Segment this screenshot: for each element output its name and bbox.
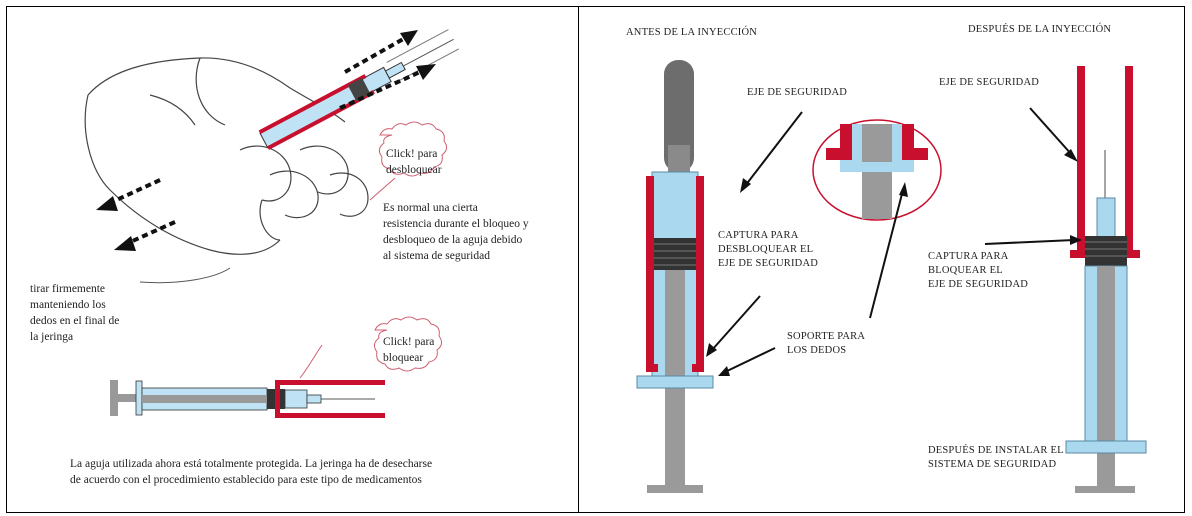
after-syringe <box>1065 66 1147 493</box>
pull-note: tirar firmemente manteniendo los dedos e… <box>30 283 120 343</box>
arrowhead <box>740 178 751 193</box>
arrowhead <box>114 236 136 251</box>
arrowhead <box>416 64 436 80</box>
arrowhead <box>1064 149 1078 162</box>
zoom-detail <box>812 119 942 221</box>
before-syringe <box>636 60 714 493</box>
click-unlock-label: Click! para desbloquear <box>386 148 442 176</box>
protection-caption: La aguja utilizada ahora está totalmente… <box>70 458 433 486</box>
before-title: ANTES DE LA INYECCIÓN <box>626 27 758 38</box>
finger-support-label: SOPORTE PARA LOS DEDOS <box>787 331 866 356</box>
click-unlock-bubble <box>378 121 448 177</box>
resistance-note: Es normal una cierta resistencia durante… <box>383 202 529 262</box>
hand-syringe <box>258 29 460 150</box>
pointer-arrows <box>711 107 1075 373</box>
click-lock-label: Click! para bloquear <box>383 336 435 364</box>
locked-syringe <box>110 380 385 418</box>
arrowhead <box>96 196 118 211</box>
pull-pointer <box>139 267 231 284</box>
after-title: DESPUÉS DE LA INYECCIÓN <box>968 24 1112 35</box>
arrowhead <box>1070 235 1082 245</box>
safety-axis-label-left: EJE DE SEGURIDAD <box>747 87 848 98</box>
click-lock-bubble <box>373 316 443 372</box>
left-illustration <box>84 29 460 418</box>
pull-arrows-up <box>339 36 421 110</box>
lock-catch-label: CAPTURA PARA BLOQUEAR EL EJE DE SEGURIDA… <box>928 251 1029 290</box>
arrowhead <box>400 30 418 46</box>
arrowhead <box>718 366 730 376</box>
unlock-catch-label: CAPTURA PARA DESBLOQUEAR EL EJE DE SEGUR… <box>718 230 819 269</box>
table-frame <box>6 6 1185 513</box>
pull-arrows-down <box>109 178 176 245</box>
panel-divider <box>578 6 579 513</box>
arrowhead <box>899 182 908 197</box>
safety-axis-label-right: EJE DE SEGURIDAD <box>939 77 1040 88</box>
arrowhead <box>706 343 717 357</box>
after-install-label: DESPUÉS DE INSTALAR EL SISTEMA DE SEGURI… <box>928 445 1064 470</box>
